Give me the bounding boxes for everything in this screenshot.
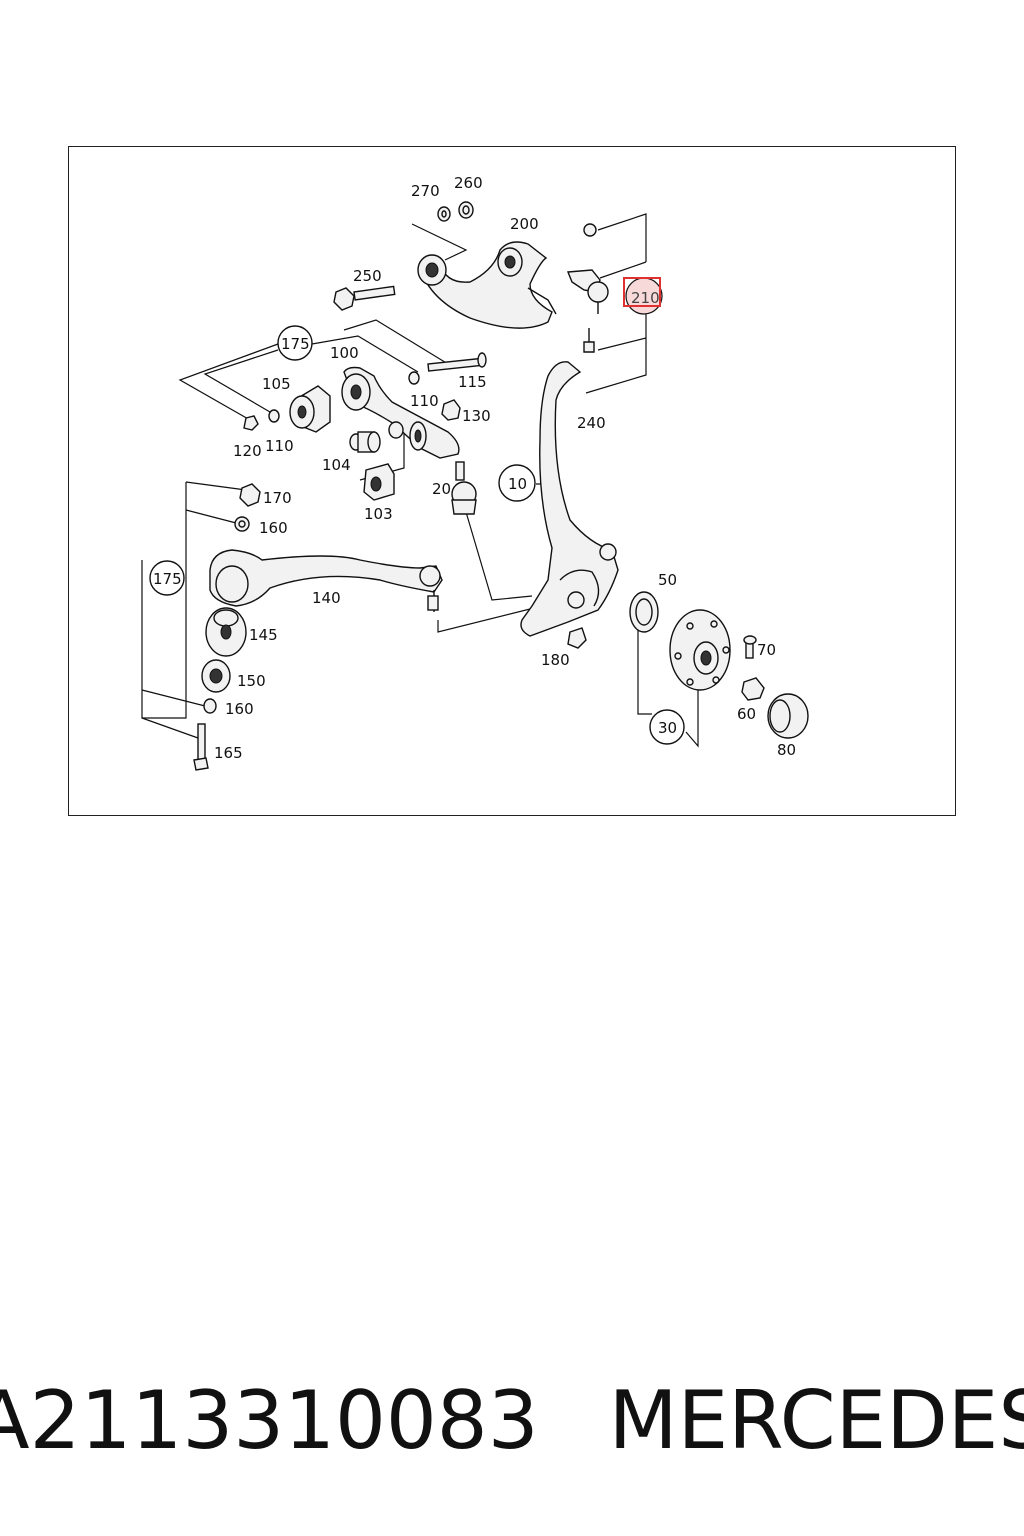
brand-name: MERCEDES <box>608 1373 1024 1467</box>
label-110-lower: 110 <box>265 437 294 455</box>
label-175-upper: 175 <box>281 335 310 353</box>
highlight-box-210 <box>623 277 661 307</box>
suspension-parts-diagram: 270 260 200 250 210 175 100 115 105 110 … <box>141 174 809 771</box>
label-120: 120 <box>233 442 262 460</box>
nut-60 <box>741 677 765 701</box>
label-103: 103 <box>364 505 393 523</box>
washer-270 <box>437 206 451 222</box>
bolt-115 <box>408 352 487 385</box>
label-260: 260 <box>454 174 483 192</box>
washer-160-lower <box>203 698 217 714</box>
nut-260 <box>458 201 474 219</box>
callout-bubble-30 <box>649 709 685 745</box>
callout-bubble-175-upper <box>277 325 313 361</box>
strut-arm-100 <box>341 366 460 459</box>
label-70: 70 <box>757 641 776 659</box>
label-100: 100 <box>330 344 359 362</box>
label-150: 150 <box>237 672 266 690</box>
lower-control-arm <box>209 549 443 612</box>
diagram-frame <box>68 146 956 816</box>
label-80: 80 <box>777 741 796 759</box>
cap-80 <box>767 693 809 739</box>
bolt-70 <box>743 635 757 659</box>
part-number: A2113310083 <box>0 1373 539 1467</box>
seal-50 <box>629 591 659 633</box>
label-270: 270 <box>411 182 440 200</box>
leader-lines <box>141 213 699 748</box>
label-175-lower: 175 <box>153 570 182 588</box>
label-140: 140 <box>312 589 341 607</box>
label-240: 240 <box>577 414 606 432</box>
ball-stud-20 <box>451 461 477 515</box>
upper-control-arm <box>417 241 557 329</box>
bushing-105 <box>243 385 331 433</box>
label-60: 60 <box>737 705 756 723</box>
caption: A2113310083 MERCEDES <box>0 1370 1024 1470</box>
label-105: 105 <box>262 375 291 393</box>
wheel-hub <box>669 609 731 691</box>
ball-joint-210 <box>566 223 609 353</box>
label-10: 10 <box>508 475 527 493</box>
label-30: 30 <box>658 719 677 737</box>
label-115: 115 <box>458 373 487 391</box>
label-160-lower: 160 <box>225 700 254 718</box>
label-20: 20 <box>432 480 451 498</box>
bushing-145 <box>205 607 247 657</box>
bushing-104 <box>349 421 427 453</box>
label-104: 104 <box>322 456 351 474</box>
callout-bubble-175-lower <box>149 560 185 596</box>
label-130: 130 <box>462 407 491 425</box>
label-50: 50 <box>658 571 677 589</box>
label-250: 250 <box>353 267 382 285</box>
label-180: 180 <box>541 651 570 669</box>
label-160-upper: 160 <box>259 519 288 537</box>
steering-knuckle <box>520 361 619 649</box>
label-170: 170 <box>263 489 292 507</box>
label-110-upper: 110 <box>410 392 439 410</box>
nut-170 <box>239 483 261 507</box>
nut-130 <box>441 399 461 421</box>
washer-160-upper <box>234 516 250 532</box>
label-145: 145 <box>249 626 278 644</box>
bolt-250 <box>333 285 396 311</box>
bushing-150 <box>201 659 231 693</box>
label-200: 200 <box>510 215 539 233</box>
callout-bubble-10 <box>498 464 536 502</box>
label-210: 210 <box>631 289 660 307</box>
bolt-165 <box>193 723 209 771</box>
label-165: 165 <box>214 744 243 762</box>
bushing-103 <box>363 463 395 501</box>
